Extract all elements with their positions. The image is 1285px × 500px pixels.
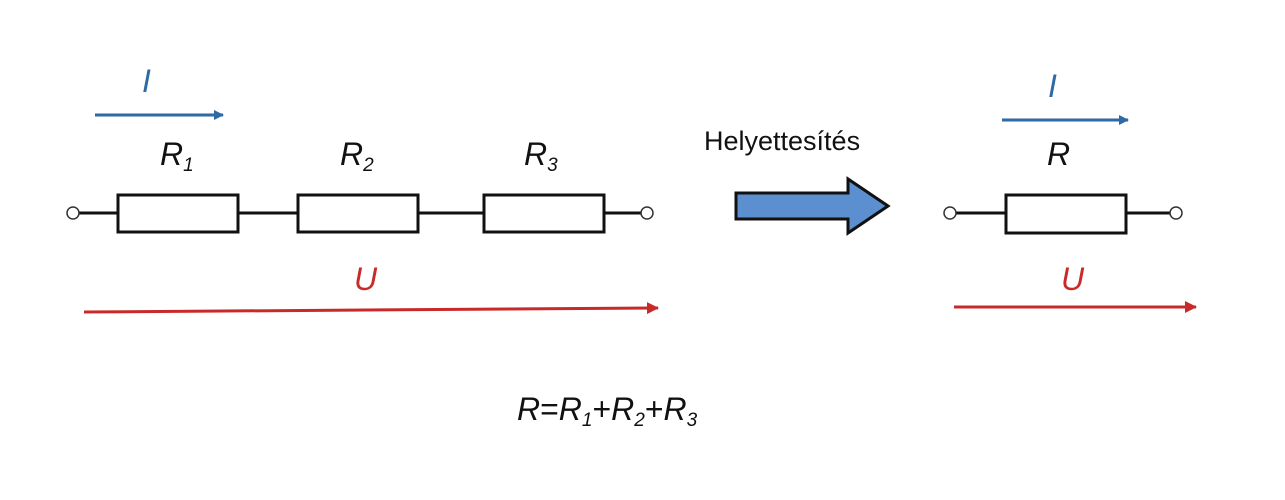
resistor-r1 [116,193,240,234]
right-output-terminal [1169,206,1183,220]
left-voltage-arrow [83,302,659,315]
resistor-r3 [482,193,606,234]
right-current-label: I [1048,68,1057,104]
substitution-transform: Helyettesítés [704,126,891,236]
resistor-label-r3: R3 [524,136,558,176]
right-input-terminal [943,206,957,220]
left-output-terminal [640,206,654,220]
left-voltage-label: U [354,261,378,297]
right-circuit: I R U [943,68,1197,313]
left-current-label: I [142,63,151,99]
resistor-r2 [296,193,420,234]
substitution-arrow-icon [734,176,891,236]
equivalent-resistor-label: R [1047,136,1070,172]
series-resistance-formula: R=R1+R2+R3 [517,391,698,431]
resistor-label-r1: R1 [160,136,194,176]
left-circuit: I R1 R2 R3 U [66,63,659,315]
substitution-label: Helyettesítés [704,126,860,156]
right-voltage-label: U [1061,261,1085,297]
equivalent-resistor [1004,193,1128,235]
resistor-label-r2: R2 [340,136,374,176]
left-input-terminal [66,206,80,220]
